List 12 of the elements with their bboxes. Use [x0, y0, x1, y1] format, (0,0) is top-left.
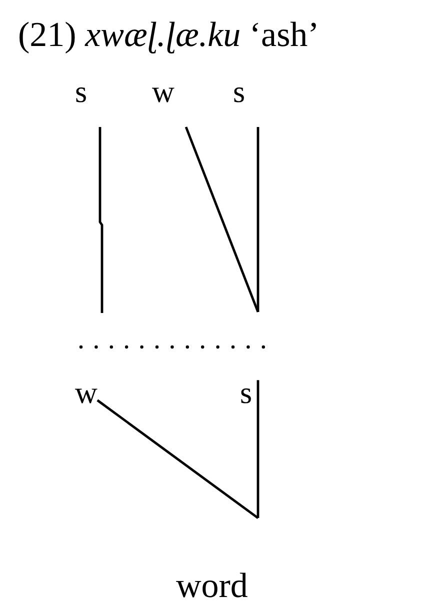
example-title: (21) xwæɭ.ɭæ.ku ‘ash’ [18, 16, 320, 54]
tier-label: s [233, 76, 246, 107]
tier-label: w [75, 377, 98, 408]
association-line [98, 127, 104, 313]
tier-label: s [240, 377, 252, 408]
association-line [96, 399, 259, 519]
association-line [256, 127, 260, 312]
tier-label: s [75, 76, 88, 107]
tier-label: w [152, 76, 174, 107]
association-line [184, 126, 260, 312]
tier-label: word [176, 568, 248, 603]
association-line [256, 380, 260, 518]
